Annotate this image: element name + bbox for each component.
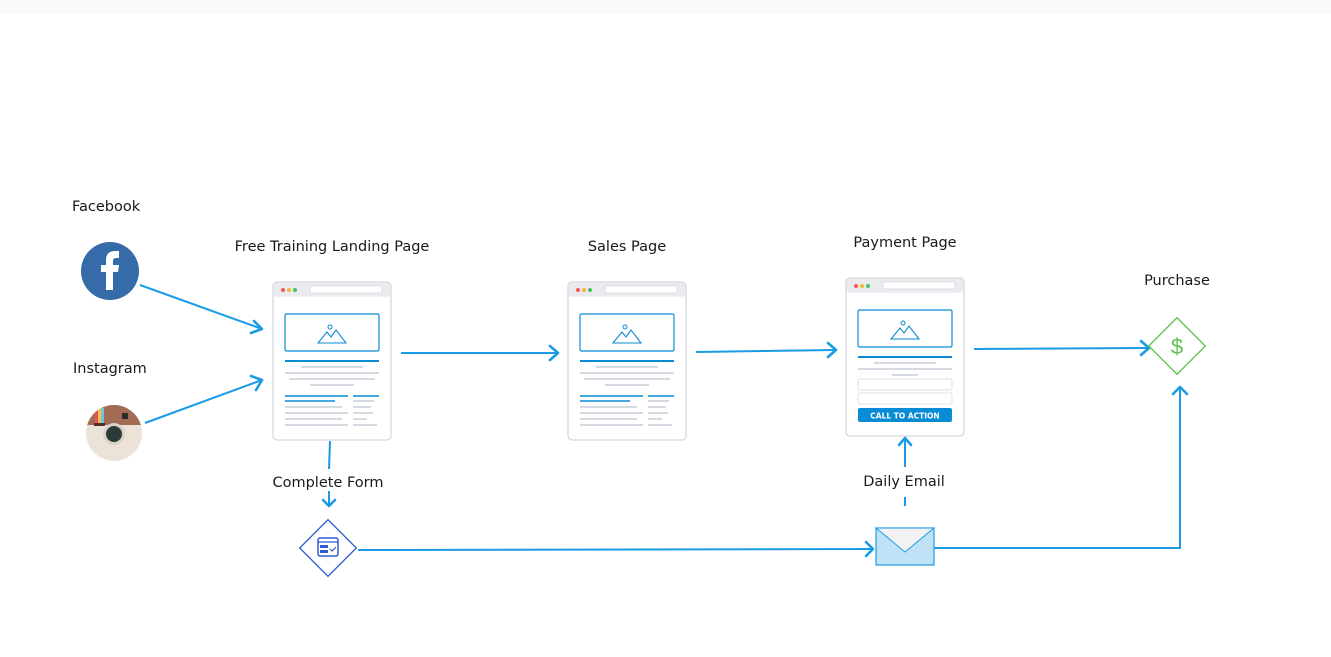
window-dot: [854, 284, 858, 288]
landing-page-label: Free Training Landing Page: [235, 239, 430, 255]
image-placeholder: [579, 313, 675, 352]
payment-page-label: Payment Page: [853, 235, 956, 251]
form-icon[interactable]: [298, 518, 358, 578]
window-dot: [860, 284, 864, 288]
instagram-label: Instagram: [73, 361, 147, 377]
sun-icon: [327, 324, 333, 330]
envelope-icon[interactable]: [874, 527, 936, 566]
window-dot: [588, 288, 592, 292]
call-to-action-button: [858, 408, 952, 422]
purchase-label: Purchase: [1144, 273, 1210, 289]
window-dot: [866, 284, 870, 288]
top-bar: [0, 0, 1331, 14]
window-dot: [287, 288, 291, 292]
mountain-icon: [611, 329, 643, 344]
svg-text:$: $: [1171, 334, 1183, 359]
sun-icon: [622, 324, 628, 330]
sales-page-label: Sales Page: [588, 239, 666, 255]
window-dot: [281, 288, 285, 292]
daily-email-label: Daily Email: [863, 474, 945, 490]
address-bar: [309, 285, 383, 294]
window-dot: [293, 288, 297, 292]
mountain-icon: [889, 325, 921, 340]
address-bar: [604, 285, 678, 294]
dollar-icon[interactable]: $: [1147, 316, 1207, 376]
image-placeholder: [284, 313, 380, 352]
form-field: [857, 378, 953, 391]
form-field: [857, 392, 953, 405]
sales-page-mockup[interactable]: [567, 281, 687, 441]
instagram-icon[interactable]: [86, 405, 142, 461]
complete-form-label: Complete Form: [272, 475, 383, 491]
image-placeholder: [857, 309, 953, 348]
window-dot: [582, 288, 586, 292]
connectors: [139, 284, 1189, 558]
landing-page-mockup[interactable]: [272, 281, 392, 441]
address-bar: [882, 281, 956, 290]
payment-page-mockup[interactable]: CALL TO ACTION: [845, 277, 965, 437]
call-to-action-label: CALL TO ACTION: [870, 412, 939, 421]
mountain-icon: [316, 329, 348, 344]
facebook-label: Facebook: [72, 199, 141, 215]
facebook-icon[interactable]: [81, 242, 139, 300]
sun-icon: [900, 320, 906, 326]
window-dot: [576, 288, 580, 292]
